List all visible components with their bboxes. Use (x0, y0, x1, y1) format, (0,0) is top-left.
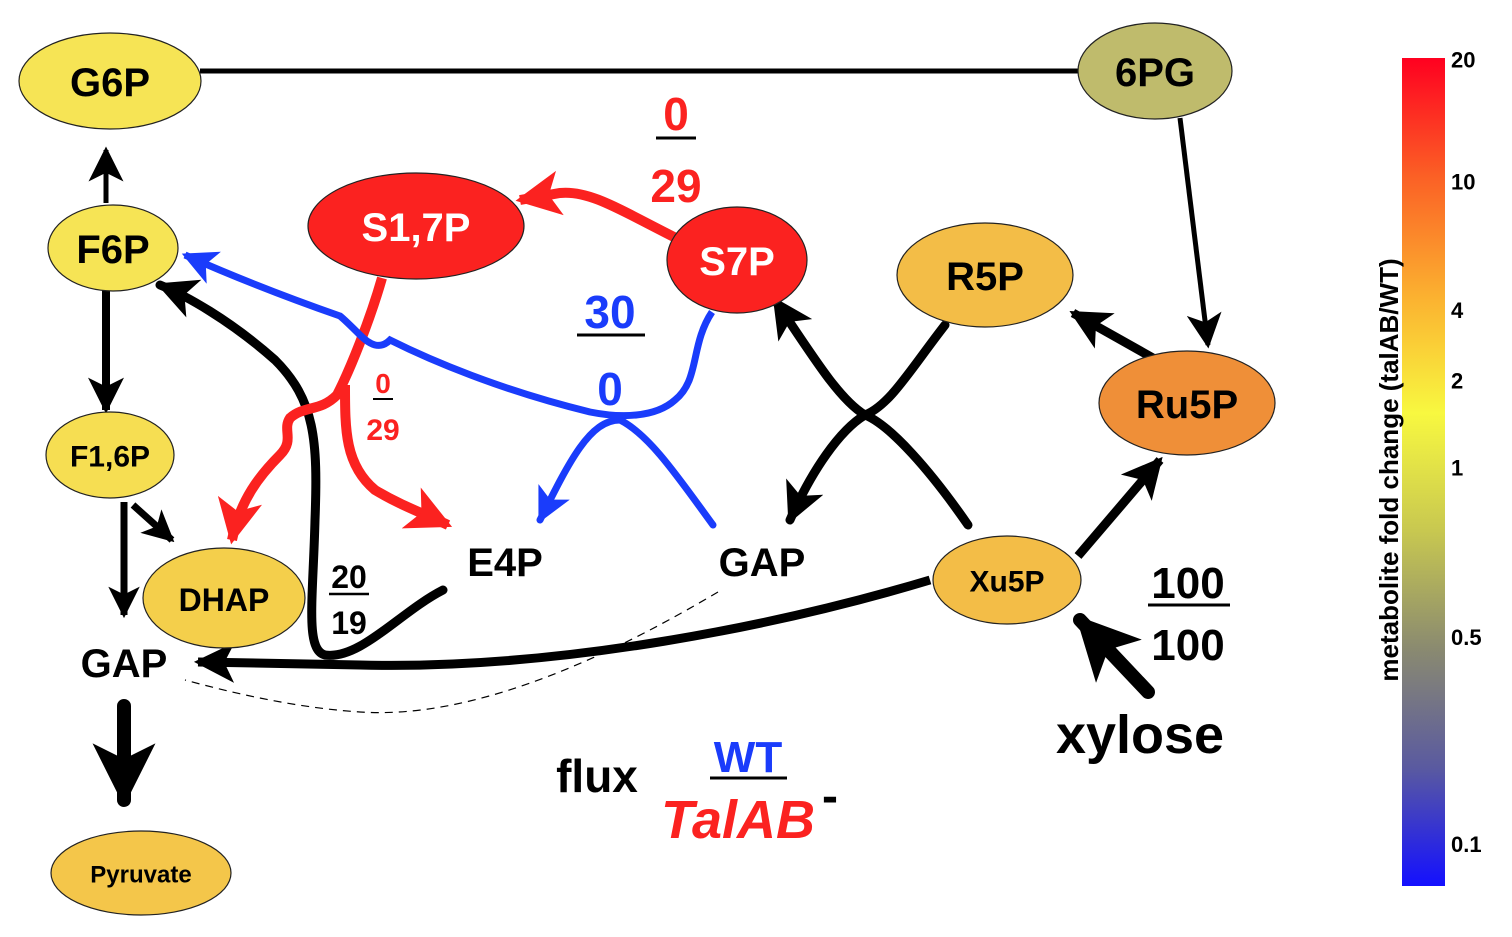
edge-dashed-gap (184, 591, 719, 714)
label-e4p: E4P (467, 541, 543, 585)
node-label: R5P (946, 255, 1024, 299)
colorbar-gradient (1402, 58, 1445, 886)
node-ellipse (307, 172, 525, 280)
node-label: S1,7P (362, 206, 471, 250)
node-pyruvate: Pyruvate (50, 830, 232, 916)
node-label: F1,6P (70, 441, 150, 474)
node-ellipse (896, 222, 1074, 328)
node-label: Ru5P (1136, 383, 1238, 427)
flux-wt-value: 100 (1151, 559, 1224, 608)
node-r5p: R5P (896, 222, 1074, 328)
node-g6p: G6P (18, 32, 202, 130)
node-label: F6P (76, 228, 149, 272)
node-label: 6PG (1115, 51, 1195, 95)
colorbar-tick-label: 2 (1451, 368, 1463, 393)
flux-wt-value: 0 (663, 88, 689, 140)
node-label: G6P (70, 61, 150, 105)
colorbar-ticks: 20 10 4 2 1 0.5 0.1 (1451, 48, 1482, 858)
colorbar: 20 10 4 2 1 0.5 0.1 metabolite fold change (ta… (1374, 48, 1482, 886)
nodes: G6P 6PG F6P S1,7P S7P R5P Ru5P F1,6P DHAP Xu5P Pyr… (18, 22, 1276, 916)
node-ellipse (18, 32, 202, 130)
node-6pg: 6PG (1077, 22, 1233, 120)
legend-wt-label: WT (714, 733, 783, 782)
label-gap-mid: GAP (719, 541, 806, 585)
node-ellipse (1077, 22, 1233, 120)
edge-ru5p-r5p (1069, 309, 1156, 362)
node-label: Xu5P (969, 566, 1044, 599)
node-s7p: S7P (666, 206, 808, 314)
edge-xylose-xu5p (1073, 613, 1155, 699)
colorbar-tick-label: 4 (1451, 298, 1464, 323)
flux-talab-value: 0 (597, 363, 623, 415)
flux-wt-value: 0 (375, 368, 391, 399)
colorbar-tick-label: 0.5 (1451, 625, 1482, 650)
node-xu5p: Xu5P (932, 535, 1082, 625)
flux-xylose-uptake: 100 100 (1148, 559, 1230, 670)
edges (88, 68, 1222, 807)
node-ellipse (47, 204, 179, 292)
flux-wt-value: 20 (331, 559, 367, 595)
node-ellipse (932, 535, 1082, 625)
edge-f16p-dhap (130, 502, 175, 543)
legend-flux-label: flux (556, 750, 638, 802)
node-ru5p: Ru5P (1098, 350, 1276, 456)
node-ellipse (666, 206, 808, 314)
flux-transaldolase: 30 0 (577, 286, 645, 415)
edge-xu5p-ru5p (1074, 456, 1164, 559)
flux-e4p-f6p: 20 19 (329, 559, 369, 641)
edge-s7p-s17p (515, 170, 683, 245)
node-ellipse (1098, 350, 1276, 456)
node-dhap: DHAP (142, 547, 306, 649)
edge-6pg-ru5p (1177, 117, 1222, 349)
label-xylose: xylose (1056, 705, 1224, 765)
flux-talab-value: 29 (366, 414, 399, 447)
edge-xu5p-gap (193, 575, 932, 683)
flux-legend: flux WT TalAB - (556, 733, 838, 850)
edge-s17p-dhap (217, 276, 387, 545)
colorbar-title: metabolite fold change (talAB/WT) (1374, 258, 1404, 681)
node-f16p: F1,6P (45, 411, 175, 499)
node-s17p: S1,7P (307, 172, 525, 280)
node-label: DHAP (179, 582, 270, 618)
flux-talab-value: 19 (331, 605, 367, 641)
edge-transaldolase-e4p (536, 416, 717, 529)
flux-talab-value: 100 (1151, 621, 1224, 670)
colorbar-tick-label: 10 (1451, 170, 1475, 195)
node-ellipse (45, 411, 175, 499)
node-ellipse (50, 830, 232, 916)
node-ellipse (142, 547, 306, 649)
node-f6p: F6P (47, 204, 179, 292)
edge-transaldolase-f6p (181, 251, 715, 420)
edge-s17p-e4p (340, 384, 453, 530)
node-label: Pyruvate (90, 862, 191, 889)
colorbar-tick-label: 20 (1451, 48, 1475, 73)
label-gap-left: GAP (81, 642, 168, 686)
colorbar-tick-label: 1 (1451, 455, 1463, 480)
flux-talab-value: 29 (650, 160, 701, 212)
legend-mutant-label: TalAB (661, 790, 815, 850)
edge-e4p-f6p (155, 279, 448, 660)
node-label: S7P (699, 240, 775, 284)
flux-wt-value: 30 (584, 286, 635, 338)
flux-s17p-split: 0 29 (366, 368, 399, 447)
legend-mutant-superscript: - (822, 770, 838, 823)
colorbar-tick-label: 0.1 (1451, 832, 1482, 857)
edge-r5p-gap (785, 320, 950, 525)
flux-s7p-s17p: 0 29 (650, 88, 701, 212)
